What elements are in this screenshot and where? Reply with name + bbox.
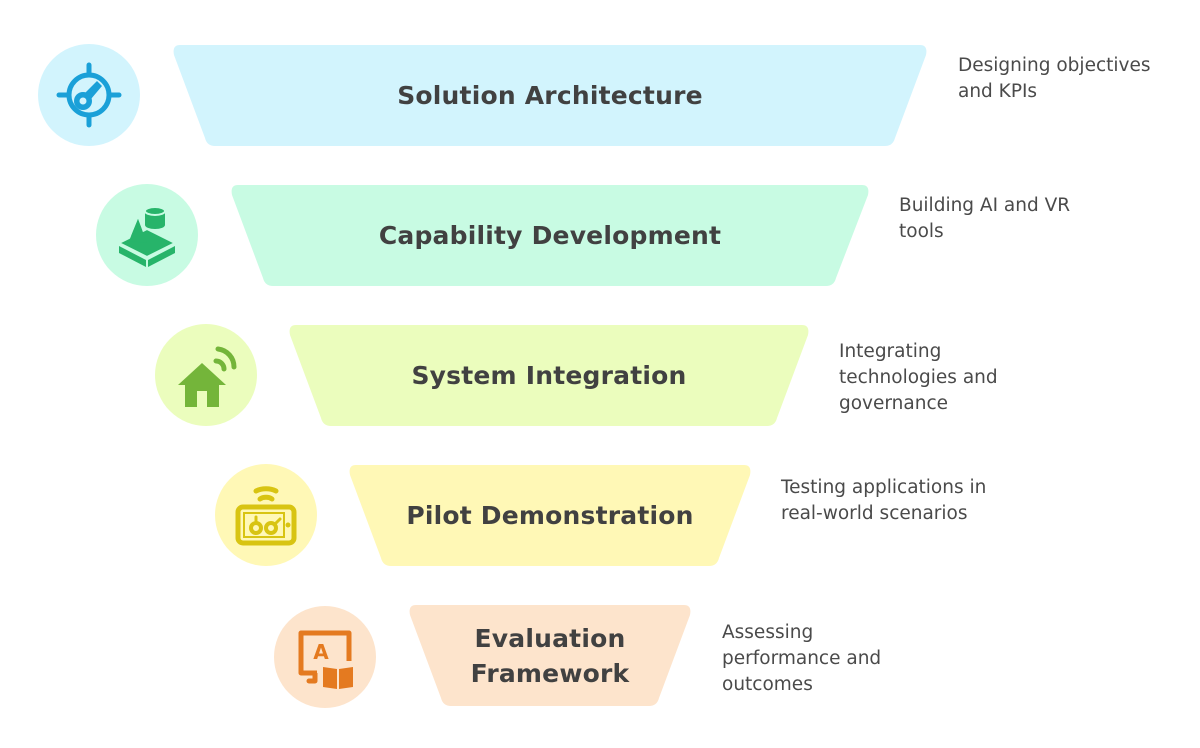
- stage-description: Integrating technologies and governance: [839, 341, 998, 414]
- funnel-band: [231, 185, 869, 286]
- smart-home-icon: [178, 346, 237, 407]
- stage-title: Pilot Demonstration: [406, 501, 694, 530]
- funnel-band: [409, 605, 691, 706]
- stage-title: System Integration: [411, 361, 687, 390]
- elearning-icon: A: [298, 630, 353, 689]
- stage-description: Designing objectives and KPIs: [958, 55, 1151, 102]
- stage-icon-circle: [155, 324, 257, 426]
- funnel-band: [173, 45, 927, 146]
- stage-title: Evaluation Framework: [470, 623, 630, 688]
- stage-icon-circle: [96, 184, 198, 286]
- funnel-band: [349, 465, 751, 566]
- stage-title: Solution Architecture: [397, 81, 703, 110]
- stage-icon-circle: [38, 44, 140, 146]
- svg-text:A: A: [313, 640, 329, 664]
- stage-description: Building AI and VR tools: [899, 195, 1071, 242]
- stage-icon-circle: [215, 464, 317, 566]
- wireless-tablet-icon: [235, 486, 297, 546]
- building-blocks-icon: [116, 206, 178, 267]
- funnel-band: [289, 325, 809, 426]
- stage-title: Capability Development: [378, 221, 722, 250]
- target-key-icon: [56, 62, 122, 128]
- stage-description: Testing applications in real-world scena…: [781, 477, 987, 524]
- stage-icon-circle: A: [274, 606, 376, 708]
- stage-description: Assessing performance and outcomes: [722, 622, 882, 695]
